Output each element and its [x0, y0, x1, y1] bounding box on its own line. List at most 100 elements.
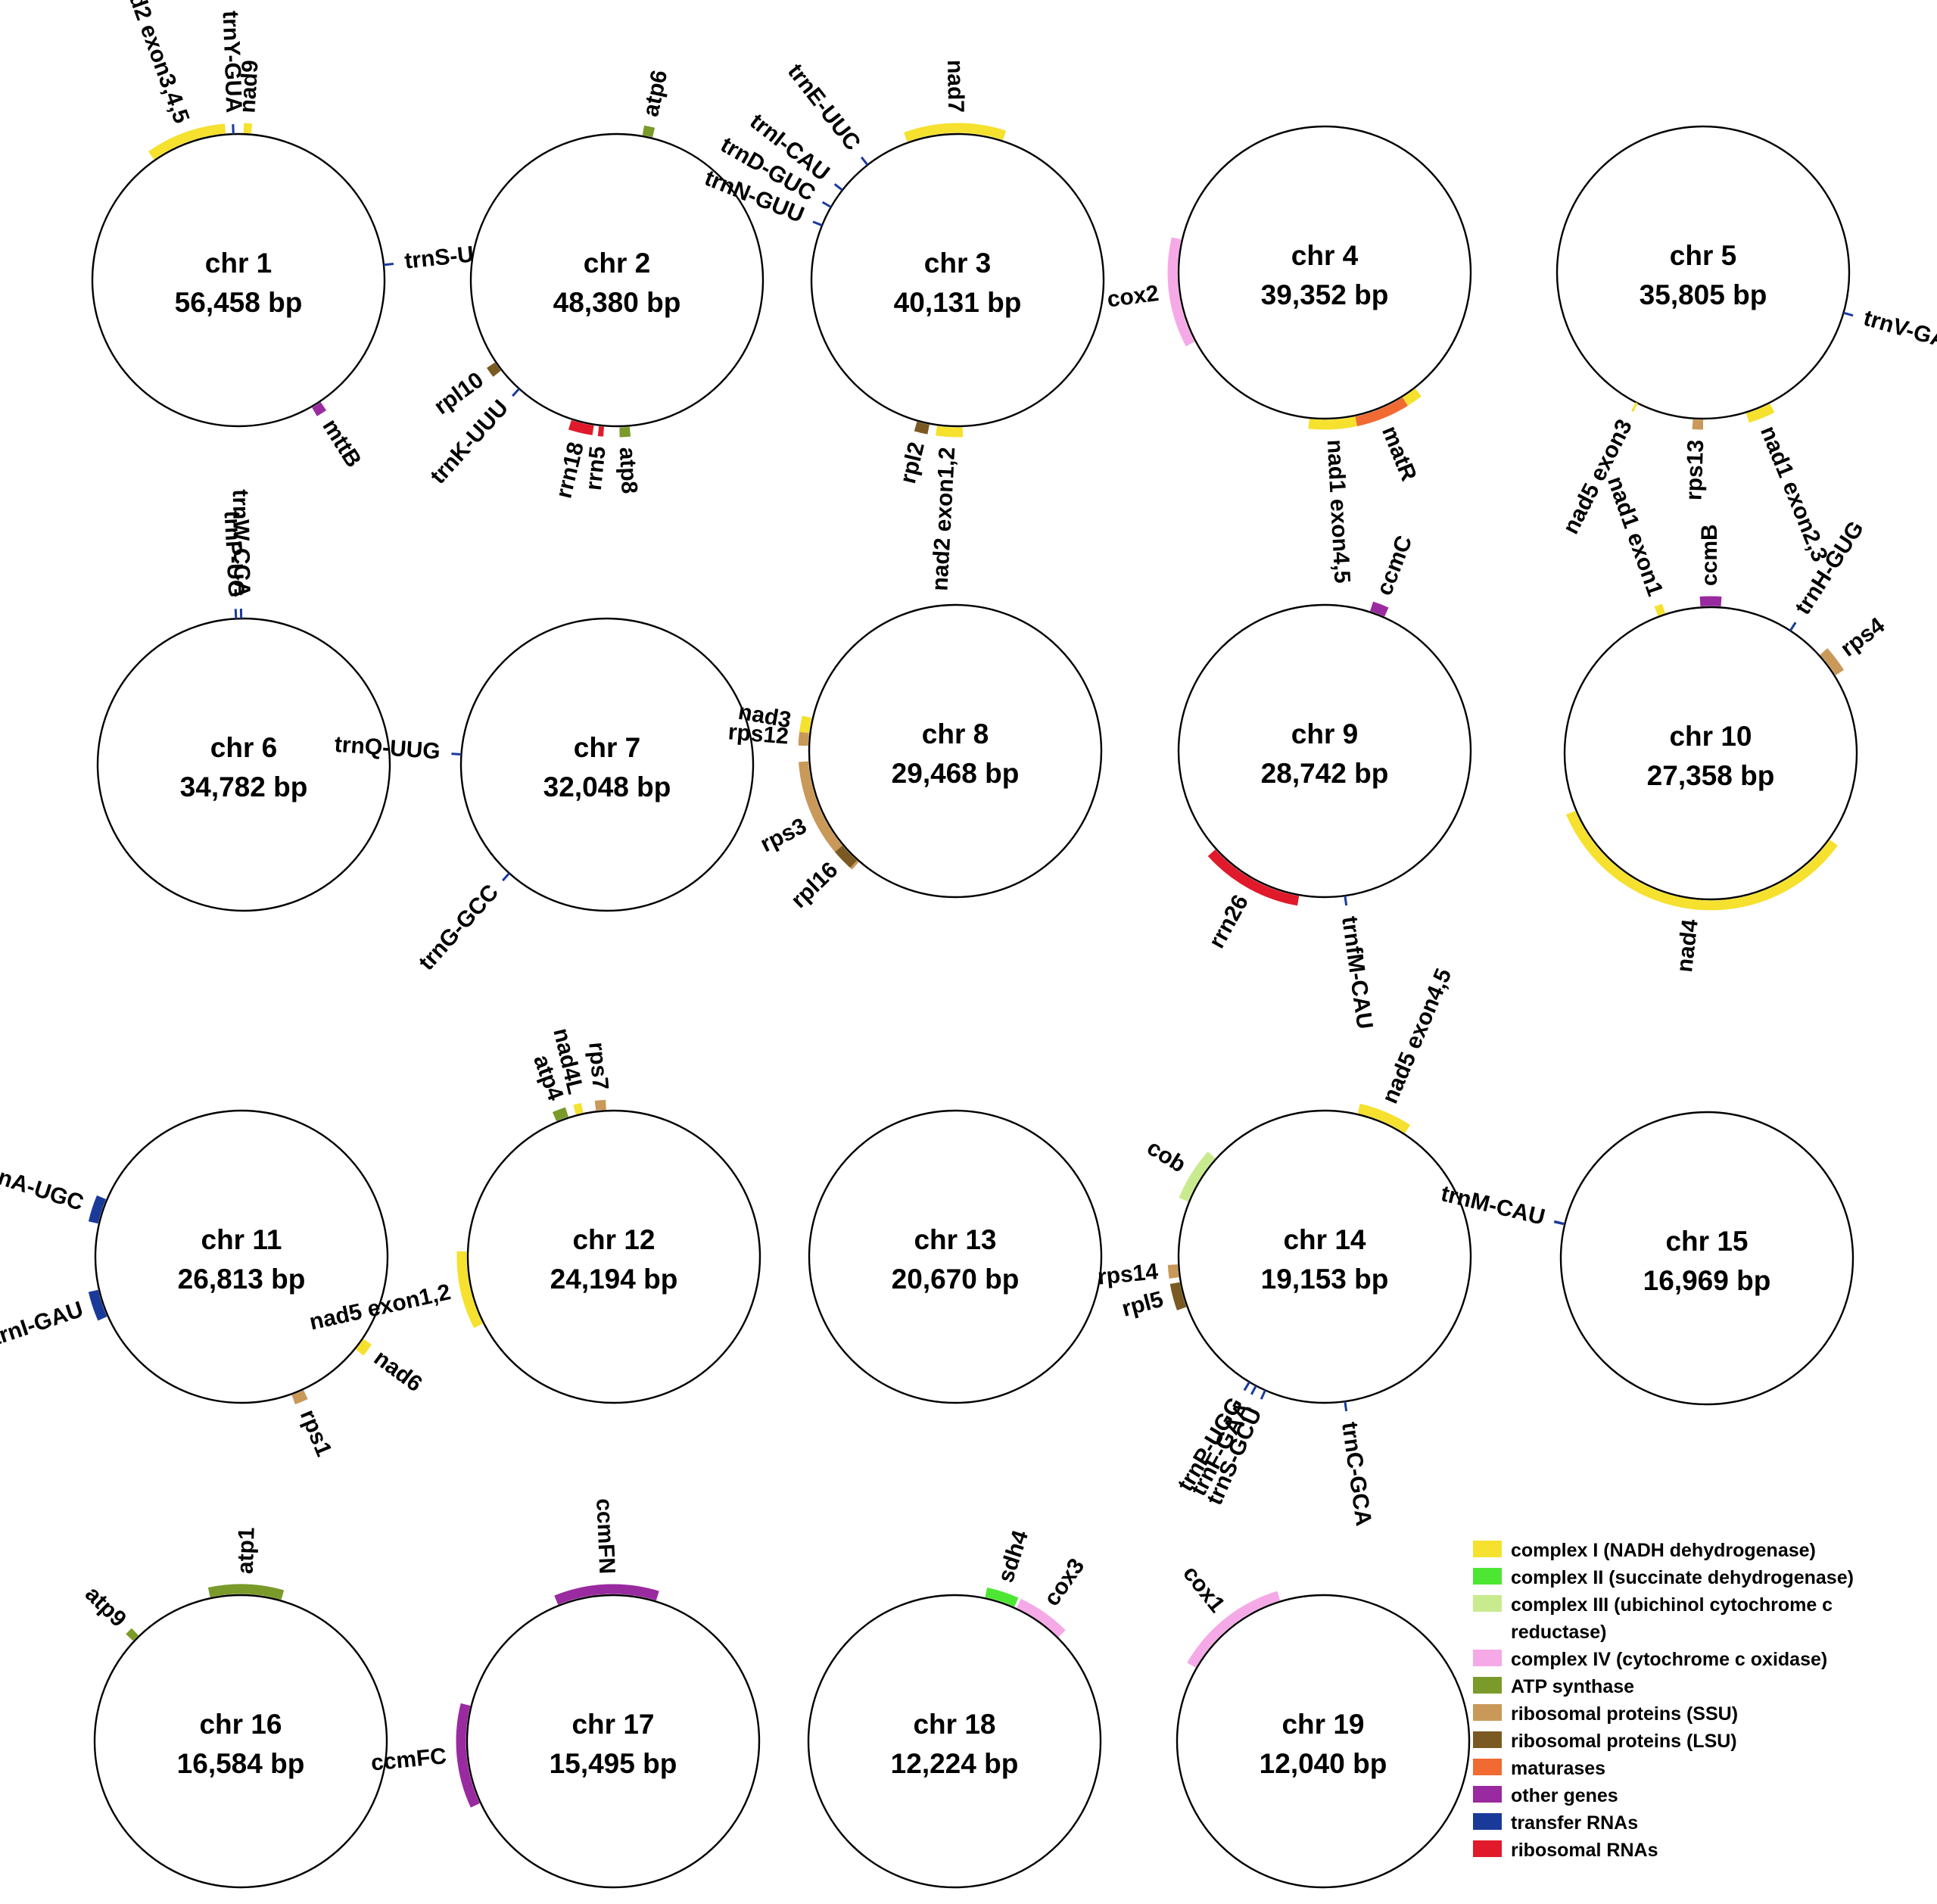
gene-label: nad7: [942, 60, 968, 114]
legend-item-c3: complex III (ubichinol cytochrome creduc…: [1473, 1594, 1833, 1643]
legend-label: other genes: [1511, 1785, 1618, 1806]
chromosome-name: chr 6: [210, 732, 277, 763]
legend-item-mat: maturases: [1473, 1758, 1605, 1779]
gene-rps14: rps14: [1097, 1259, 1179, 1290]
gene-label: nad2 exon1,2: [927, 447, 960, 592]
gene-atp1: atp1: [207, 1527, 285, 1600]
gene-nad5-exon4-5: nad5 exon4,5: [1357, 965, 1457, 1133]
gene-atp6: atp6: [638, 68, 672, 138]
chromosome-size: 24,194 bp: [550, 1264, 678, 1295]
chromosome-name: chr 4: [1291, 240, 1359, 271]
gene-arc: [1207, 849, 1300, 906]
gene-arc: [904, 123, 1007, 142]
gene-trnw-cca: trnW-CCA: [228, 489, 254, 619]
gene-nad1-exon4-5: nad1 exon4,5: [1308, 416, 1358, 584]
gene-label: trnG-GCC: [414, 880, 503, 975]
chromosome-circle: [1176, 1594, 1471, 1889]
legend-label: transfer RNAs: [1511, 1812, 1638, 1834]
gene-label: trnY-GUA: [218, 11, 247, 114]
gene-label: nad9: [235, 59, 263, 114]
chromosome-size: 56,458 bp: [175, 287, 303, 318]
chromosome-circle: [1177, 603, 1472, 899]
gene-nad1-exon1: nad1 exon1: [1602, 473, 1668, 616]
chromosome-circle: [93, 1594, 388, 1889]
legend-swatch: [1473, 1677, 1502, 1694]
gene-tick: [1344, 1401, 1348, 1412]
chromosome-name: chr 18: [913, 1709, 995, 1740]
gene-arc: [88, 1289, 107, 1321]
chromosome-name: chr 15: [1665, 1226, 1748, 1257]
gene-tick: [1843, 311, 1854, 317]
chromosome-circle: [459, 617, 755, 912]
gene-label: trnA-UGC: [0, 1160, 86, 1216]
gene-label: atp9: [80, 1581, 131, 1632]
gene-label: nad5 exon4,5: [1378, 965, 1457, 1108]
gene-mttb: mttB: [312, 402, 366, 472]
legend-item-atp: ATP synthase: [1473, 1676, 1634, 1697]
chromosome-size: 29,468 bp: [892, 758, 1020, 789]
gene-arc: [1820, 648, 1845, 676]
legend-item-c2: complex II (succinate dehydrogenase): [1473, 1567, 1854, 1588]
gene-label: atp8: [615, 447, 642, 494]
gene-tick: [812, 220, 823, 227]
gene-tick: [234, 609, 238, 619]
legend-label: maturases: [1511, 1758, 1605, 1779]
legend-swatch: [1473, 1813, 1502, 1830]
gene-nad7: nad7: [904, 60, 1007, 142]
gene-arc: [456, 1251, 483, 1329]
chromosome-name: chr 9: [1291, 718, 1358, 749]
gene-atp8: atp8: [615, 426, 642, 494]
chromosome-size: 12,040 bp: [1260, 1748, 1387, 1779]
gene-arc: [835, 845, 857, 868]
gene-arc: [1017, 1598, 1066, 1638]
gene-nad2-exon3-4-5: nad2 exon3,4,5: [115, 0, 226, 160]
gene-label: nad4: [1672, 918, 1703, 974]
gene-label: rps4: [1836, 612, 1890, 662]
gene-arc: [642, 125, 656, 138]
gene-arc: [243, 123, 253, 134]
legend-label: complex III (ubichinol cytochrome c: [1511, 1594, 1833, 1616]
gene-arc: [1167, 1264, 1179, 1279]
chromosome-circle: [1177, 1109, 1472, 1404]
chromosome-size: 35,805 bp: [1640, 279, 1767, 310]
gene-rps13: rps13: [1681, 419, 1708, 500]
chromosome-size: 26,813 bp: [178, 1264, 306, 1295]
gene-tick: [821, 201, 832, 208]
chromosome-name: chr 17: [571, 1709, 654, 1740]
chromosome-name: chr 8: [922, 718, 989, 749]
gene-label: cox2: [1106, 281, 1160, 313]
gene-label: nad1 exon4,5: [1322, 439, 1355, 584]
legend-swatch: [1473, 1704, 1502, 1721]
gene-label: atp1: [233, 1527, 260, 1575]
gene-label: rpl5: [1120, 1287, 1166, 1322]
gene-arc: [1169, 1282, 1187, 1310]
chromosome-size: 15,495 bp: [550, 1748, 677, 1779]
gene-tick: [1789, 622, 1797, 631]
gene-rpl2: rpl2: [895, 421, 930, 486]
chromosome-circle: [96, 617, 391, 912]
gene-trnfm-cau: trnfM-CAU: [1337, 895, 1378, 1030]
gene-arc: [1357, 1103, 1411, 1133]
gene-arc: [554, 1584, 659, 1605]
legend-swatch: [1473, 1650, 1502, 1666]
gene-nad2-exon1-2: nad2 exon1,2: [927, 425, 964, 592]
gene-nad9: nad9: [235, 59, 263, 134]
chromosome-size: 28,742 bp: [1261, 758, 1389, 789]
legend-swatch: [1473, 1541, 1502, 1557]
gene-label: trnV-GAC: [1861, 306, 1937, 358]
chromosome-circle: [1563, 606, 1858, 901]
chromosome-name: chr 5: [1670, 240, 1736, 271]
legend-swatch: [1473, 1568, 1502, 1585]
legend-label: ribosomal RNAs: [1511, 1840, 1658, 1861]
gene-label: trnW-CCA: [228, 489, 254, 597]
gene-arc: [1402, 388, 1422, 407]
gene-tick: [1260, 1389, 1266, 1400]
chromosome-size: 16,969 bp: [1643, 1265, 1771, 1296]
